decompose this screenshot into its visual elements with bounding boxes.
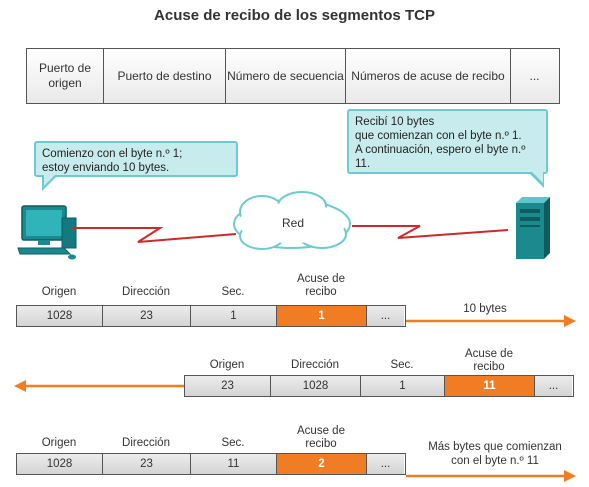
seg3-seq: 11	[191, 454, 277, 474]
field-destination-port: Puerto de destino	[104, 49, 226, 103]
cloud-icon	[233, 191, 351, 250]
receiver-bubble-line2: que comienzan con el byte n.º 1.	[355, 130, 522, 142]
computer-icon	[17, 205, 77, 260]
seg2-more: ...	[535, 376, 572, 396]
left-link	[72, 227, 237, 243]
sender-bubble-line2: estoy enviando 10 bytes.	[42, 162, 170, 174]
seg2-ack: 11	[445, 376, 535, 396]
tcp-header-fields: Puerto de origen Puerto de destino Númer…	[26, 48, 560, 104]
field-more: ...	[529, 68, 540, 83]
segment-1: 1028 23 1 1 ...	[16, 305, 406, 327]
seg1-label-seq: Sec.	[221, 286, 245, 298]
seg2-label-direction: Dirección	[291, 359, 339, 371]
seg3-arrow-right-icon	[406, 470, 576, 482]
seg3-direction: 23	[103, 454, 191, 474]
network-diagram	[72, 191, 509, 250]
seg1-arrow-right-icon	[406, 315, 576, 327]
seg2-label-origin: Origen	[209, 359, 245, 371]
seg2-direction: 1028	[271, 376, 361, 396]
receiver-bubble-line1: Recibí 10 bytes	[355, 116, 435, 128]
receiver-bubble-line3: A continuación, espero el byte n.º	[355, 144, 526, 156]
segment-3: 1028 23 11 2 ...	[16, 453, 406, 475]
seg3-label-ack: Acuse de recibo	[297, 425, 345, 450]
seg1-more: ...	[367, 306, 404, 326]
field-ack-number: Números de acuse de recibo	[346, 49, 511, 103]
field-source-port: Puerto de origen	[27, 49, 104, 103]
seg1-origin: 1028	[17, 306, 103, 326]
receiver-bubble-line4: 11.	[355, 158, 371, 170]
seg1-label-direction: Dirección	[122, 286, 170, 298]
seg1-note: 10 bytes	[463, 303, 507, 315]
seg1-label-origin: Origen	[41, 286, 77, 298]
receiver-bubble: Recibí 10 bytes que comienzan con el byt…	[347, 109, 548, 174]
field-sequence-number: Número de secuencia	[226, 49, 346, 103]
sender-bubble: Comienzo con el byte n.º 1; estoy envian…	[34, 141, 238, 177]
seg2-seq: 1	[361, 376, 445, 396]
seg1-direction: 23	[103, 306, 191, 326]
seg3-more: ...	[367, 454, 404, 474]
network-label: Red	[281, 216, 304, 230]
seg3-label-seq: Sec.	[221, 437, 245, 449]
seg1-label-ack: Acuse de recibo	[297, 273, 345, 298]
seg2-label-ack: Acuse de recibo	[465, 348, 513, 373]
seg3-ack: 2	[277, 454, 367, 474]
seg3-label-origin: Origen	[41, 437, 77, 449]
segment-2: 23 1028 1 11 ...	[184, 375, 574, 397]
seg3-note: Más bytes que comienzan con el byte n.º …	[428, 441, 562, 467]
seg2-label-seq: Sec.	[390, 359, 414, 371]
seg3-origin: 1028	[17, 454, 103, 474]
seg1-ack: 1	[277, 306, 367, 326]
diagram-title: Acuse de recibo de los segmentos TCP	[154, 7, 435, 24]
server-icon	[516, 197, 550, 259]
seg2-arrow-left-icon	[14, 380, 184, 392]
seg3-label-direction: Dirección	[122, 437, 170, 449]
seg2-origin: 23	[185, 376, 271, 396]
seg1-seq: 1	[191, 306, 277, 326]
right-link	[352, 225, 509, 239]
sender-bubble-line1: Comienzo con el byte n.º 1;	[42, 148, 183, 160]
